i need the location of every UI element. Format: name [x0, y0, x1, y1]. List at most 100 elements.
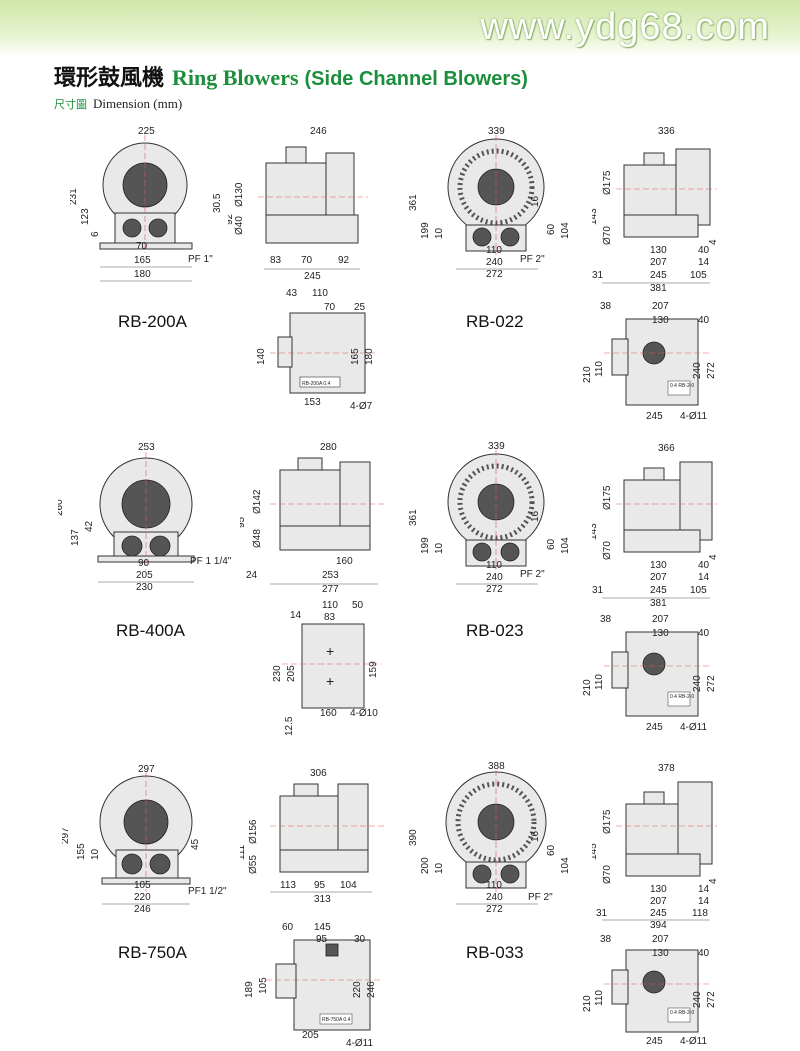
svg-text:PF 2": PF 2" [520, 569, 545, 580]
svg-text:245: 245 [650, 908, 667, 919]
svg-text:14: 14 [698, 896, 710, 907]
page-title: 環形鼓風機 Ring Blowers(Side Channel Blowers) [54, 60, 528, 92]
rb-200a-front-drawing: 225 231 123 30.5 6 70 165 180 PF 1" [70, 126, 223, 282]
svg-text:159: 159 [368, 661, 379, 678]
svg-text:153: 153 [304, 397, 321, 408]
svg-text:14: 14 [698, 884, 710, 895]
svg-text:30: 30 [354, 934, 366, 945]
header-banner: www.ydg68.com [0, 0, 800, 56]
svg-text:31: 31 [592, 270, 604, 281]
svg-text:30.5: 30.5 [212, 193, 223, 213]
svg-text:31: 31 [592, 585, 604, 596]
svg-text:260: 260 [58, 499, 65, 516]
svg-text:60: 60 [546, 538, 557, 550]
svg-text:245: 245 [646, 1036, 663, 1047]
svg-text:272: 272 [486, 269, 503, 280]
svg-text:0.4 RB-2-0: 0.4 RB-2-0 [670, 383, 694, 389]
svg-text:104: 104 [560, 857, 571, 874]
svg-text:180: 180 [364, 348, 375, 365]
svg-text:16: 16 [530, 195, 541, 207]
svg-text:40: 40 [698, 560, 710, 571]
title-subtitle: (Side Channel Blowers) [304, 68, 528, 90]
svg-text:313: 313 [314, 894, 331, 905]
svg-text:272: 272 [486, 904, 503, 915]
svg-text:390: 390 [408, 829, 419, 846]
svg-text:38: 38 [600, 934, 612, 945]
svg-text:113: 113 [280, 880, 296, 891]
svg-text:4: 4 [708, 878, 719, 884]
svg-text:Ø40: Ø40 [234, 216, 245, 235]
svg-text:45: 45 [190, 838, 201, 850]
svg-text:10: 10 [434, 542, 445, 554]
svg-text:240: 240 [692, 362, 703, 379]
svg-text:Ø175: Ø175 [602, 809, 613, 834]
svg-text:205: 205 [302, 1030, 319, 1041]
svg-text:104: 104 [340, 880, 357, 891]
svg-text:24: 24 [246, 570, 258, 581]
svg-text:381: 381 [650, 283, 667, 294]
svg-text:16: 16 [530, 830, 541, 842]
svg-text:4: 4 [708, 239, 719, 245]
svg-text:92: 92 [228, 213, 235, 225]
svg-text:272: 272 [706, 991, 717, 1008]
svg-text:PF 2": PF 2" [528, 892, 553, 903]
svg-text:4-Ø11: 4-Ø11 [346, 1038, 373, 1048]
svg-text:70: 70 [301, 255, 313, 266]
svg-text:297: 297 [138, 764, 155, 775]
svg-text:189: 189 [244, 981, 255, 998]
svg-text:210: 210 [582, 679, 593, 696]
svg-text:110: 110 [594, 990, 605, 1006]
site-url[interactable]: www.ydg68.com [480, 6, 770, 48]
svg-text:RB-750A 0.4: RB-750A 0.4 [322, 1017, 351, 1023]
svg-text:110: 110 [486, 880, 502, 891]
svg-text:207: 207 [652, 934, 669, 945]
svg-text:+: + [326, 673, 334, 689]
svg-text:105: 105 [690, 585, 707, 596]
svg-text:60: 60 [282, 922, 294, 933]
svg-text:31: 31 [596, 908, 608, 919]
svg-text:253: 253 [138, 442, 155, 453]
svg-text:118: 118 [692, 908, 708, 919]
svg-text:10: 10 [90, 848, 101, 860]
svg-text:207: 207 [650, 572, 667, 583]
svg-text:110: 110 [594, 674, 605, 690]
svg-text:4-Ø7: 4-Ø7 [350, 401, 373, 412]
svg-text:200: 200 [420, 857, 431, 874]
svg-text:240: 240 [486, 257, 503, 268]
svg-text:210: 210 [582, 995, 593, 1012]
title-english: Ring Blowers [172, 65, 299, 90]
title-chinese: 環形鼓風機 [54, 66, 165, 91]
svg-text:246: 246 [310, 126, 327, 137]
svg-text:205: 205 [136, 570, 153, 581]
svg-text:40: 40 [698, 948, 710, 959]
svg-text:40: 40 [698, 315, 710, 326]
svg-text:4-Ø11: 4-Ø11 [680, 411, 707, 422]
svg-text:220: 220 [134, 892, 151, 903]
svg-text:130: 130 [650, 884, 667, 895]
svg-text:253: 253 [322, 570, 339, 581]
svg-text:378: 378 [658, 763, 675, 774]
svg-text:110: 110 [486, 245, 502, 256]
svg-text:104: 104 [560, 537, 571, 554]
svg-text:95: 95 [314, 880, 326, 891]
svg-text:+: + [326, 643, 334, 659]
svg-text:277: 277 [322, 584, 339, 595]
svg-text:130: 130 [650, 245, 667, 256]
svg-text:137: 137 [70, 529, 81, 546]
svg-text:14: 14 [698, 572, 710, 583]
svg-text:246: 246 [366, 981, 377, 998]
svg-text:145: 145 [314, 922, 331, 933]
svg-text:50: 50 [352, 600, 364, 611]
svg-text:165: 165 [350, 348, 361, 365]
svg-text:130: 130 [652, 628, 669, 639]
svg-text:4-Ø11: 4-Ø11 [680, 722, 707, 733]
svg-text:336: 336 [658, 126, 675, 137]
svg-text:155: 155 [76, 843, 87, 860]
svg-text:160: 160 [336, 556, 353, 567]
